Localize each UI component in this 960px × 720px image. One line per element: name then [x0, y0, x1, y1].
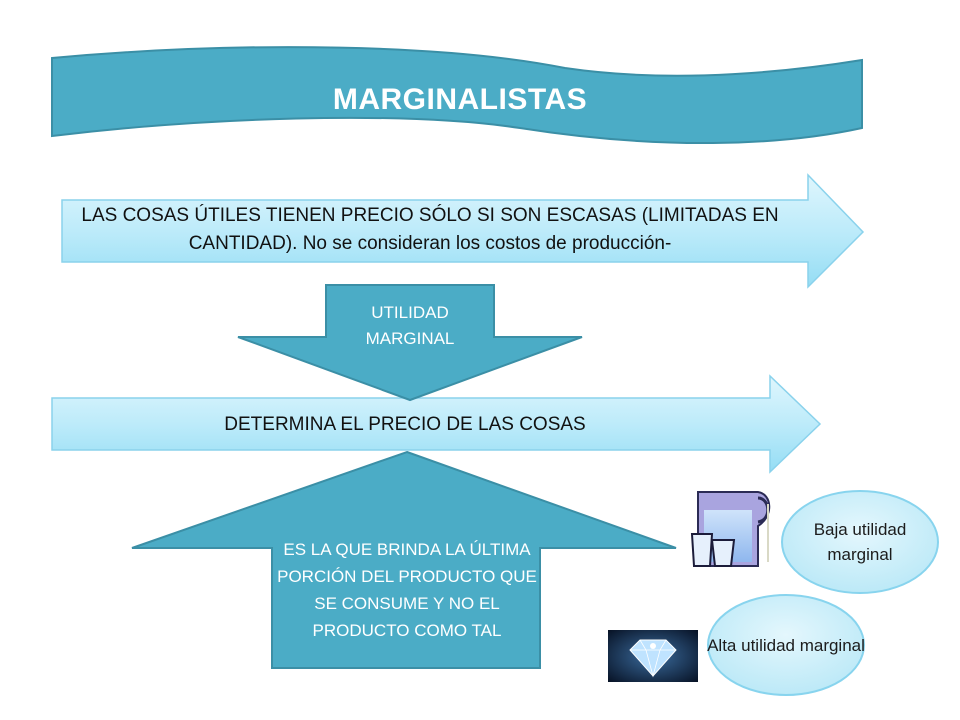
down-arrow [237, 284, 583, 402]
page-title: MARGINALISTAS [332, 83, 588, 116]
up-arrow-label: ES LA QUE BRINDA LA ÚLTIMA PORCIÓN DEL P… [277, 540, 537, 640]
high-utility-label: Alta utilidad marginal [707, 635, 865, 655]
water-pitcher-glasses-icon [690, 491, 771, 567]
statement-text: LAS COSAS ÚTILES TIENEN PRECIO SÓLO SI S… [81, 205, 779, 254]
low-utility-badge [781, 490, 939, 594]
statement-arrow [61, 173, 865, 289]
diamond-icon [608, 630, 698, 682]
high-utility-badge [707, 594, 865, 696]
determines-text: DETERMINA EL PRECIO DE LAS COSAS [224, 414, 586, 435]
down-arrow-label: UTILIDAD MARGINAL [365, 303, 455, 348]
determines-arrow [51, 374, 822, 474]
up-arrow [131, 450, 677, 669]
low-utility-label: Baja utilidad marginal [813, 520, 907, 564]
title-banner [51, 46, 863, 145]
